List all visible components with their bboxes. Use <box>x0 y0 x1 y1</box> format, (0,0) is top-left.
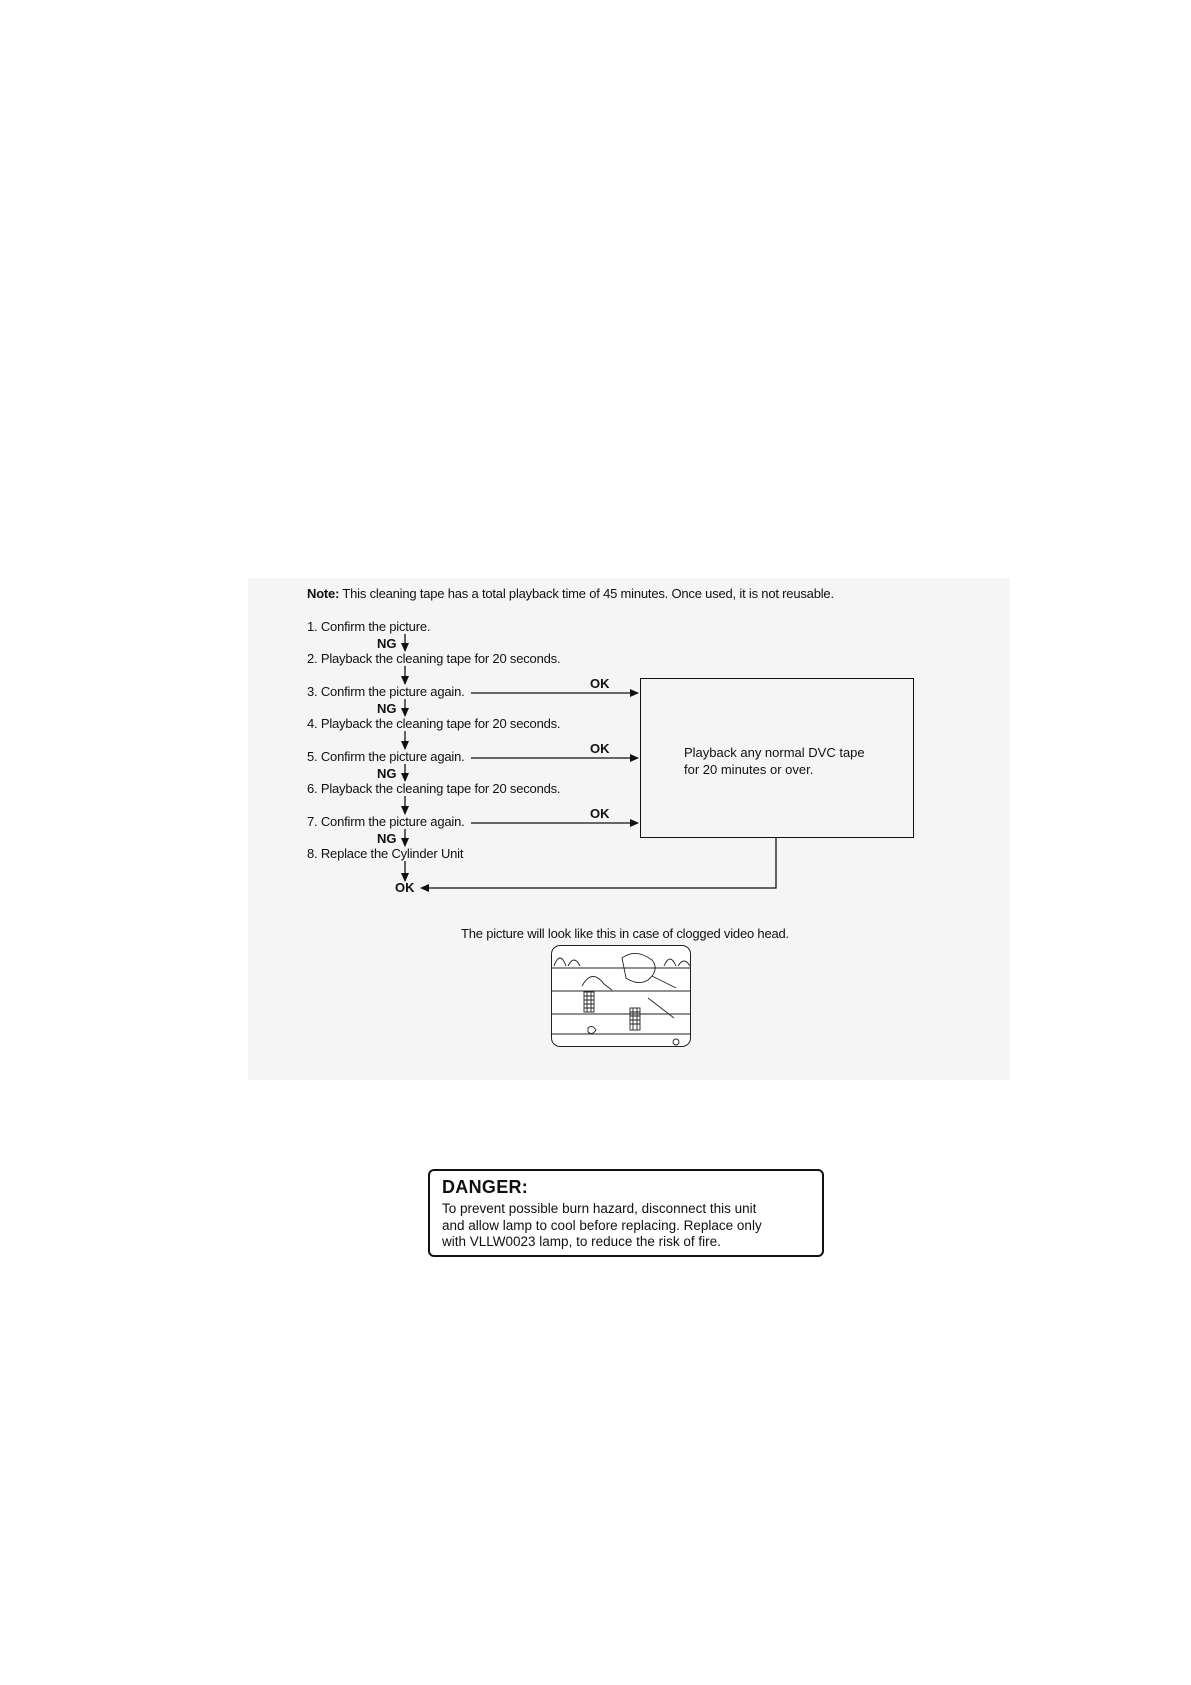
ng-label-1: NG <box>377 636 397 651</box>
note-text: This cleaning tape has a total playback … <box>342 586 834 601</box>
ok-label-2: OK <box>590 741 610 756</box>
note-label: Note: <box>307 586 340 601</box>
danger-body: To prevent possible burn hazard, disconn… <box>442 1201 762 1249</box>
step-8: 8. Replace the Cylinder Unit <box>307 846 464 861</box>
ng-label-2: NG <box>377 701 397 716</box>
ok-label-final: OK <box>395 880 415 895</box>
ok-label-1: OK <box>590 676 610 691</box>
step-4: 4. Playback the cleaning tape for 20 sec… <box>307 716 561 731</box>
note: Note: This cleaning tape has a total pla… <box>307 586 834 601</box>
result-box-line-1: Playback any normal DVC tape <box>684 745 865 760</box>
step-3: 3. Confirm the picture again. <box>307 684 465 699</box>
ng-label-3: NG <box>377 766 397 781</box>
danger-warning-box: DANGER: To prevent possible burn hazard,… <box>428 1169 824 1257</box>
step-1: 1. Confirm the picture. <box>307 619 431 634</box>
result-box: Playback any normal DVC tape for 20 minu… <box>640 678 914 838</box>
step-2: 2. Playback the cleaning tape for 20 sec… <box>307 651 561 666</box>
danger-title: DANGER: <box>442 1177 529 1197</box>
step-6: 6. Playback the cleaning tape for 20 sec… <box>307 781 561 796</box>
ok-label-3: OK <box>590 806 610 821</box>
step-7: 7. Confirm the picture again. <box>307 814 465 829</box>
result-box-text: Playback any normal DVC tape for 20 minu… <box>684 744 865 778</box>
ng-label-4: NG <box>377 831 397 846</box>
clogged-head-illustration <box>552 953 690 1046</box>
clogged-head-caption: The picture will look like this in case … <box>461 926 789 941</box>
return-arrow <box>420 838 777 892</box>
step-5: 5. Confirm the picture again. <box>307 749 465 764</box>
result-box-line-2: for 20 minutes or over. <box>684 762 814 777</box>
clogged-head-picture <box>551 945 691 1047</box>
